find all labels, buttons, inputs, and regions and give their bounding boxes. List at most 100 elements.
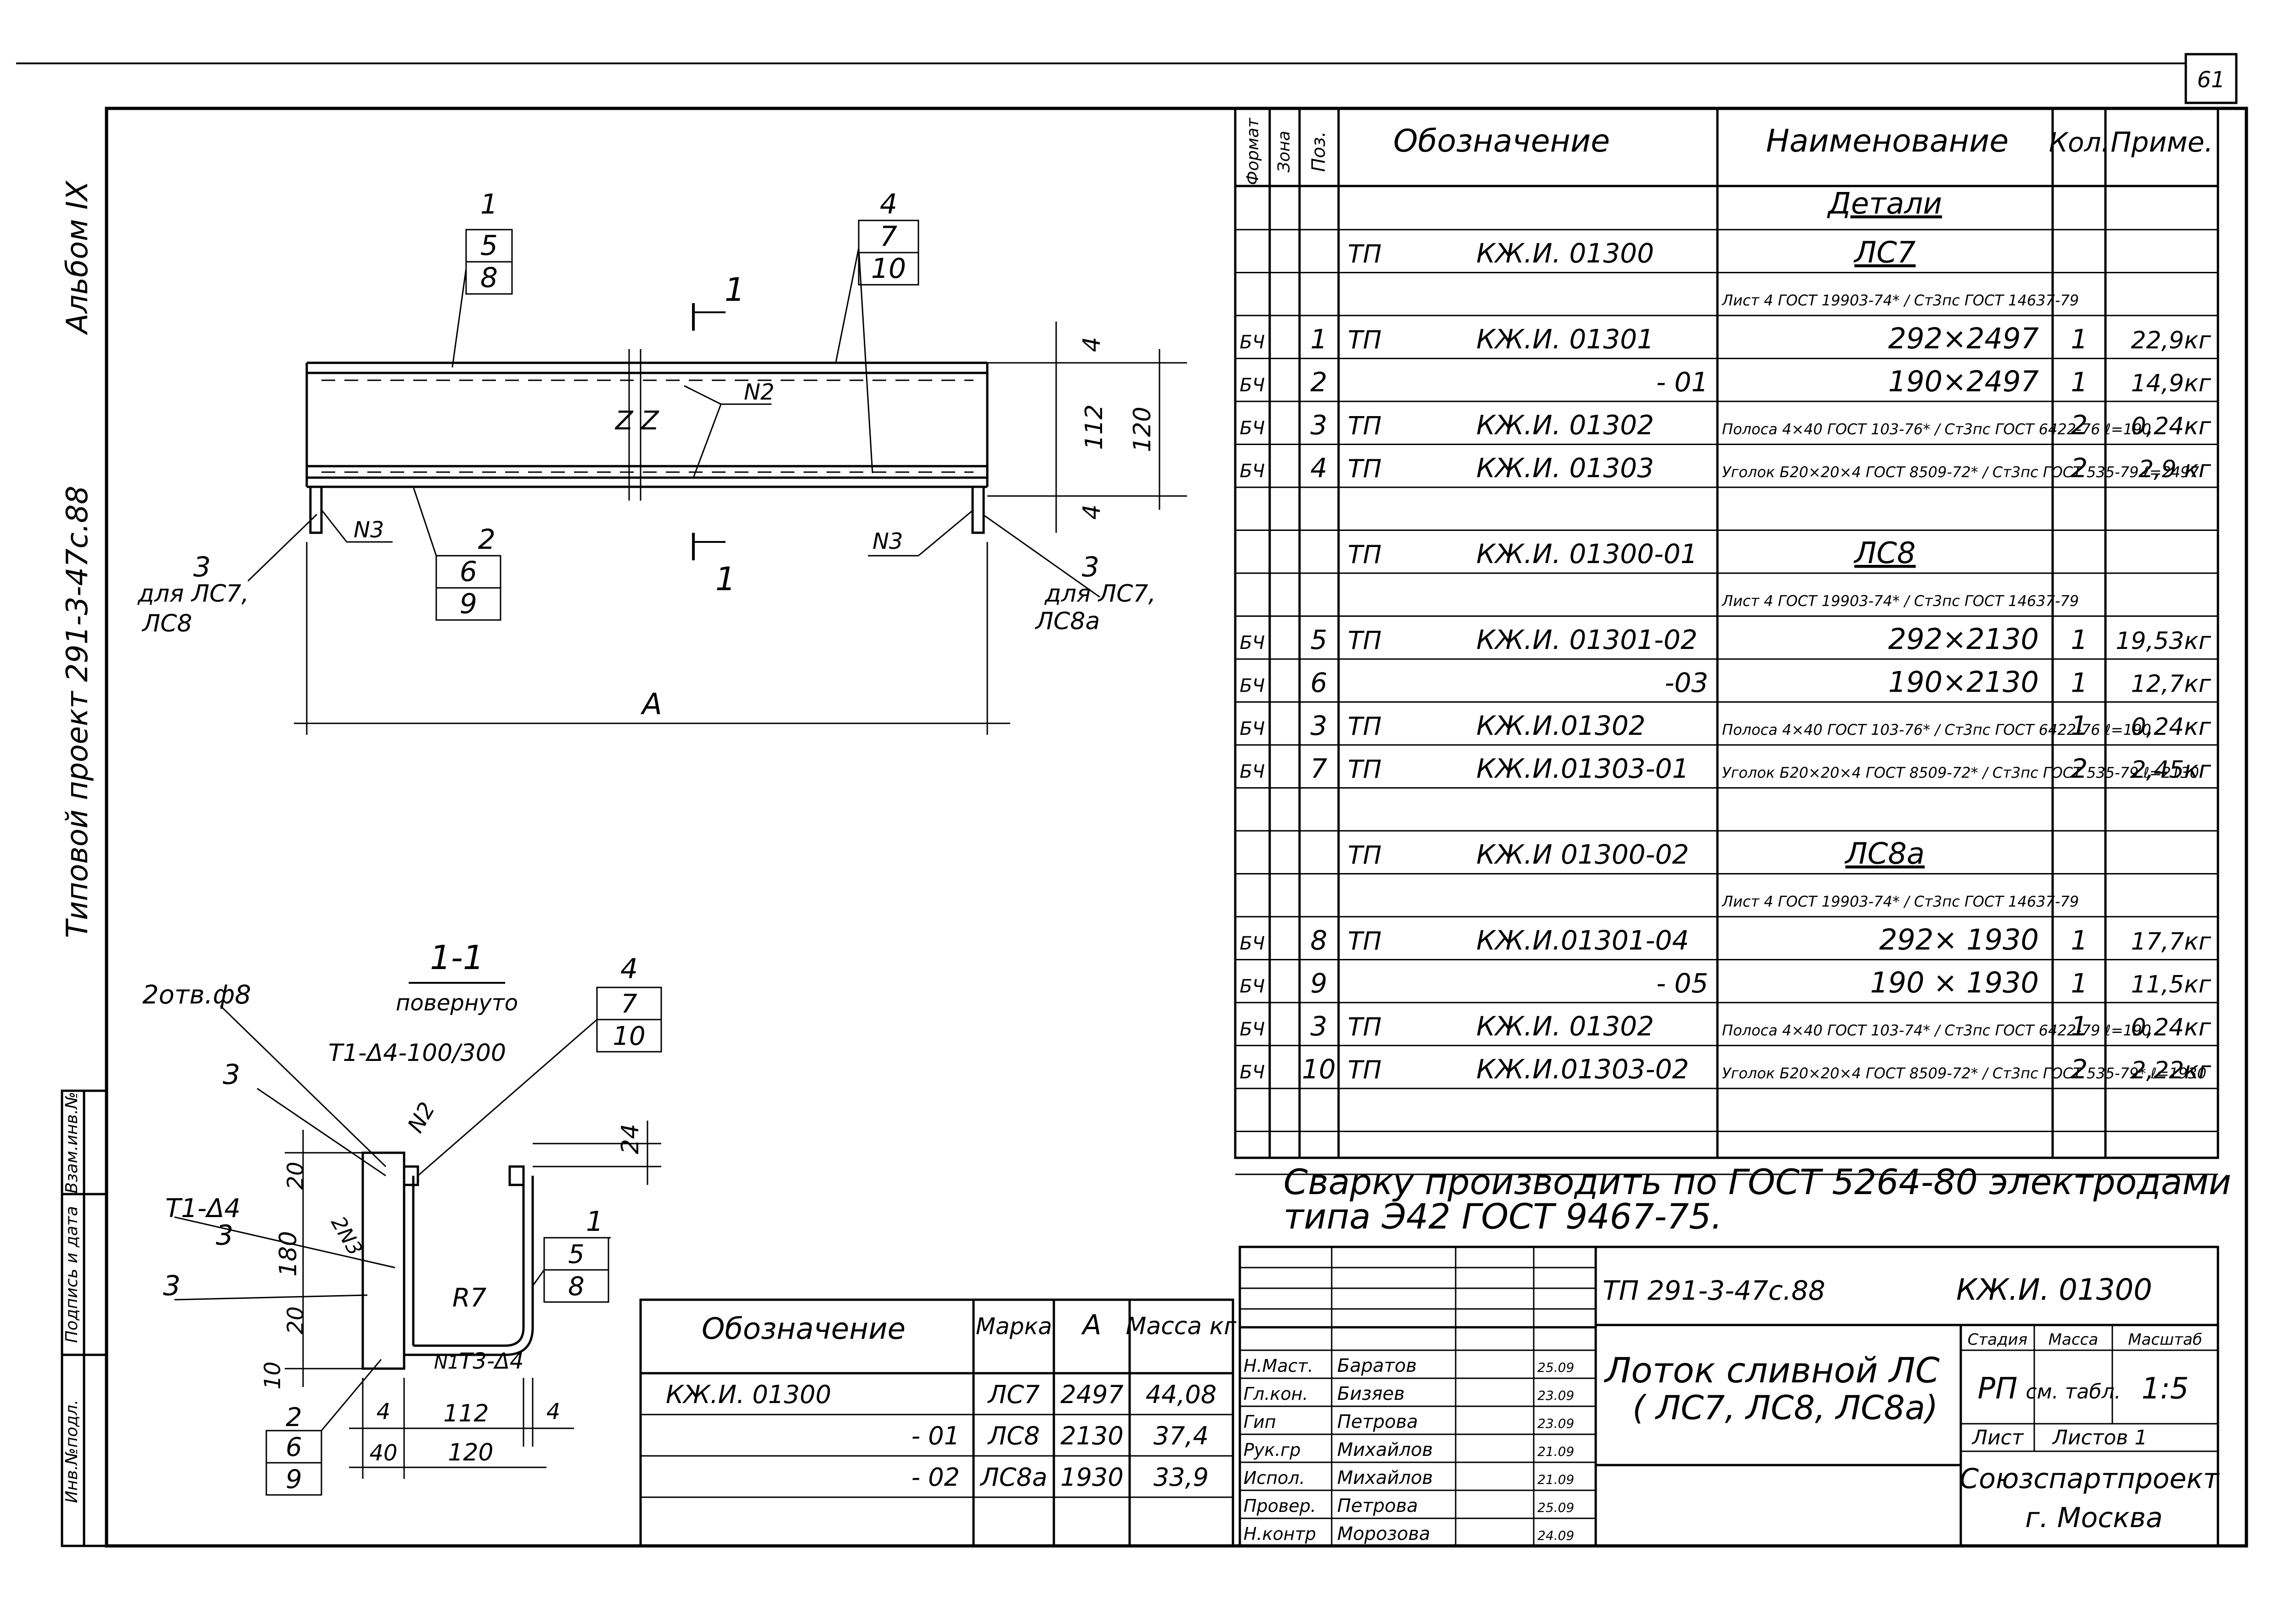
spec-row-prefix: ТП (1348, 540, 1382, 569)
tb-title-line2: ( ЛС7, ЛС8, ЛС8а) (1632, 1388, 1938, 1427)
section-dim-120: 120 (448, 1439, 493, 1466)
spec-row-code: КЖ.И. 01300-01 (1476, 538, 1698, 569)
main-weld-n3-right: N3 (872, 529, 903, 554)
tb-sign-date: 23.09 (1537, 1416, 1574, 1431)
main-pos3-right-note1: для ЛС7, (1044, 580, 1156, 608)
section-dim-20b: 20 (283, 1306, 309, 1334)
main-leader-tr-3: 10 (871, 253, 906, 285)
spec-row-qty: 2 (2071, 753, 2088, 784)
marks-header-mass: Масса кг (1125, 1313, 1237, 1340)
marks-row-a: 2497 (1060, 1380, 1123, 1409)
spec-row-qty: 1 (2071, 968, 2088, 999)
spec-row-material: Лист 4 ГОСТ 19903-74* / Ст3пс ГОСТ 14637… (1722, 592, 2079, 610)
spec-row-pos: 9 (1311, 968, 1328, 999)
main-leader-tl-1: 1 (480, 188, 498, 220)
section-leader-ll-2: 6 (286, 1432, 302, 1462)
spec-row-qty: 1 (2071, 1011, 2088, 1042)
spec-row-material: Лист 4 ГОСТ 19903-74* / Ст3пс ГОСТ 14637… (1722, 292, 2079, 309)
tb-sign-date: 21.09 (1537, 1472, 1574, 1487)
spec-row-format: БЧ (1240, 632, 1265, 654)
marks-row-mass: 44,08 (1146, 1380, 1217, 1409)
spec-table: Формат Зона Поз. Обозначение Наименовани… (1234, 107, 2219, 1175)
section-pos3-c: 3 (163, 1270, 180, 1302)
spec-row-qty: 1 (2071, 324, 2088, 355)
section-weld-t1: Т1-Δ4 (165, 1194, 241, 1223)
section-leader-rl-2: 5 (568, 1240, 585, 1269)
spec-row-prefix: ТП (1348, 1013, 1382, 1042)
stamp-cell-replace: Взам.инв.№ (62, 1092, 81, 1194)
section-weld-t3: Т3-Δ4 (459, 1348, 524, 1374)
tb-sign-date: 23.09 (1537, 1388, 1574, 1403)
main-pos3-left-note2: ЛС8 (141, 610, 192, 637)
section-leader-r-1: 4 (620, 953, 638, 985)
main-view: 1 5 8 4 7 10 2 6 9 1 1 N2 N3 N3 Z Z 3 дл… (137, 188, 1187, 735)
spec-row-prefix: ТП (1348, 626, 1382, 655)
main-weld-n3-left: N3 (354, 517, 384, 543)
spec-row-prefix: ТП (1348, 841, 1382, 870)
main-leader-b-2: 6 (460, 556, 477, 588)
album-label: Альбом IX (61, 180, 95, 336)
title-block: ТП 291-3-47с.88 КЖ.И. 01300 Лоток сливно… (1238, 1246, 2220, 1547)
spec-row-prefix: ТП (1348, 326, 1382, 355)
spec-row-prefix: ТП (1348, 412, 1382, 440)
spec-row-code: КЖ.И.01301-04 (1476, 925, 1689, 956)
spec-row-code: КЖ.И.01302 (1476, 710, 1645, 741)
tb-sign-name: Баратов (1337, 1355, 1417, 1376)
spec-row-code: КЖ.И. 01300 (1476, 238, 1654, 269)
tb-sign-name: Морозова (1337, 1523, 1430, 1545)
spec-row-prefix: ТП (1348, 712, 1382, 741)
spec-row-qty: 2 (2071, 452, 2088, 484)
spec-row-code: КЖ.И. 01303 (1476, 452, 1654, 484)
main-leader-tr-1: 4 (880, 188, 897, 220)
spec-row-name: 190 × 1930 (1870, 966, 2039, 999)
section-leader-ll-1: 2 (286, 1403, 302, 1432)
spec-row-format: БЧ (1240, 976, 1265, 997)
spec-row-code: КЖ.И.01303-02 (1476, 1054, 1689, 1085)
spec-row-pos: 7 (1311, 753, 1328, 784)
spec-row-code: - 05 (1656, 968, 1708, 999)
spec-row-material: Лист 4 ГОСТ 19903-74* / Ст3пс ГОСТ 14637… (1722, 893, 2079, 910)
section-leader-r-2: 7 (621, 989, 637, 1019)
section-weld-n3: 2N3 (326, 1212, 367, 1259)
section-dim-4a: 4 (377, 1399, 391, 1425)
spec-row-prefix: ТП (1348, 927, 1382, 956)
spec-row-qty: 2 (2071, 1054, 2088, 1085)
spec-row-name: Уголок Б20×20×4 ГОСТ 8509-72* / Ст3пс ГО… (1722, 1065, 2206, 1082)
marks-row-a: 1930 (1060, 1463, 1123, 1492)
spec-row-prefix: ТП (1348, 1055, 1382, 1084)
spec-header-format: Формат (1244, 118, 1262, 185)
spec-row-pos: 10 (1302, 1054, 1336, 1085)
spec-row-qty: 1 (2071, 710, 2088, 741)
spec-row-format: БЧ (1240, 933, 1265, 954)
tb-sign-role: Н.контр (1244, 1524, 1316, 1544)
tb-sign-name: Михайлов (1337, 1439, 1433, 1460)
tb-sign-role: Провер. (1244, 1496, 1316, 1516)
spec-row-name: 292× 1930 (1879, 923, 2039, 957)
section-dim-24: 24 (617, 1124, 644, 1154)
tb-sign-role: Рук.гр (1244, 1440, 1301, 1460)
section-dim-112: 112 (443, 1400, 489, 1427)
spec-row-name: Полоса 4×40 ГОСТ 103-76* / Ст3пс ГОСТ 64… (1722, 421, 2151, 438)
section-dim-4b: 4 (546, 1399, 561, 1425)
tb-project-code: ТП 291-3-47с.88 (1603, 1275, 1825, 1306)
main-leader-tl-2: 5 (480, 230, 498, 262)
tb-sign-date: 24.09 (1537, 1528, 1574, 1543)
spec-row-pos: 3 (1311, 710, 1328, 741)
spec-header-designation: Обозначение (1393, 123, 1610, 159)
spec-header-zone: Зона (1275, 131, 1294, 173)
spec-row-note: 22,9кг (2131, 327, 2211, 355)
section-weld-n1: N1 (434, 1352, 459, 1373)
spec-header-name: Наименование (1766, 123, 2009, 159)
tb-stage: РП (1978, 1372, 2018, 1406)
spec-row-format: БЧ (1240, 1019, 1265, 1040)
tb-sign-name: Петрова (1337, 1411, 1418, 1432)
section-subtitle: повернуто (396, 990, 518, 1016)
spec-row-name: Полоса 4×40 ГОСТ 103-76* / Ст3пс ГОСТ 64… (1722, 721, 2151, 739)
section-leader-rl-3: 8 (568, 1272, 585, 1302)
section-dim-20a: 20 (283, 1161, 309, 1190)
section-title: 1-1 (430, 938, 484, 977)
spec-row-code: КЖ.И. 01301-02 (1476, 624, 1698, 655)
spec-row-pos: 6 (1311, 667, 1328, 699)
spec-row-note: 0,24кг (2131, 413, 2211, 440)
tb-org-line1: Союзспартпроект (1959, 1463, 2220, 1495)
